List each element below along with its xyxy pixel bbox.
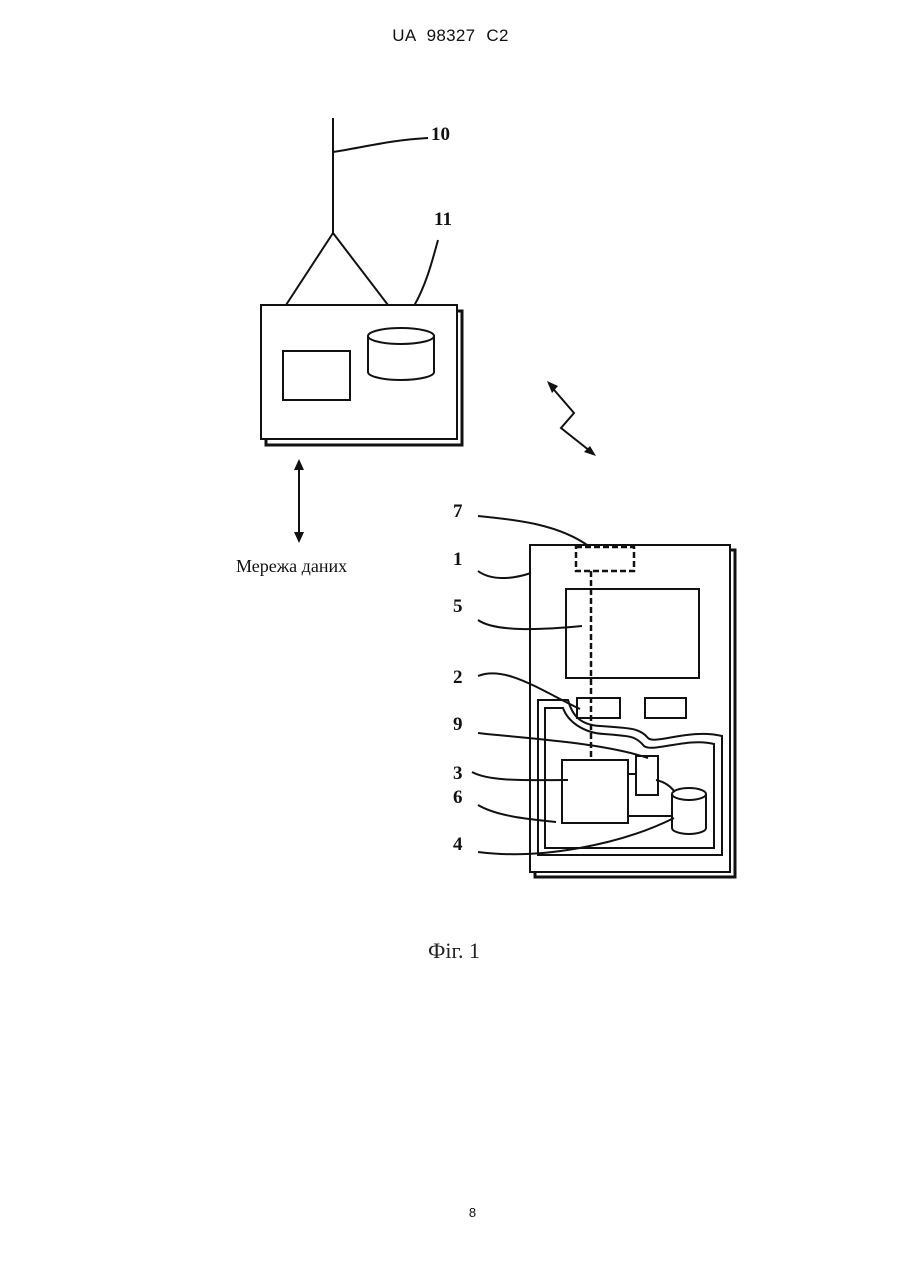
- ref-numeral-7: 7: [453, 501, 463, 522]
- ref-numeral-4: 4: [453, 834, 463, 855]
- terminal: [530, 545, 735, 877]
- ref-numeral-11: 11: [434, 209, 452, 230]
- ref-numeral-9: 9: [453, 714, 463, 735]
- ref-numeral-10: 10: [431, 124, 450, 145]
- antenna-leg-left: [286, 233, 333, 305]
- network-label: Мережа даних: [236, 556, 347, 576]
- figure-caption: Фіг. 1: [428, 938, 480, 963]
- antenna-leg-right: [333, 233, 388, 305]
- ref-numeral-6: 6: [453, 787, 463, 808]
- base-station-body: [261, 305, 457, 439]
- ref-numeral-5: 5: [453, 596, 463, 617]
- leader-line-11: [414, 240, 438, 306]
- ref-numeral-1: 1: [453, 549, 463, 570]
- network-arrow-icon: [294, 459, 304, 543]
- leader-line-10: [333, 138, 428, 152]
- ref-numeral-2: 2: [453, 667, 463, 688]
- wireless-link-icon: [547, 381, 596, 456]
- ref-numeral-3: 3: [453, 763, 463, 784]
- base-station: [261, 118, 462, 445]
- page-number: 8: [0, 1205, 901, 1220]
